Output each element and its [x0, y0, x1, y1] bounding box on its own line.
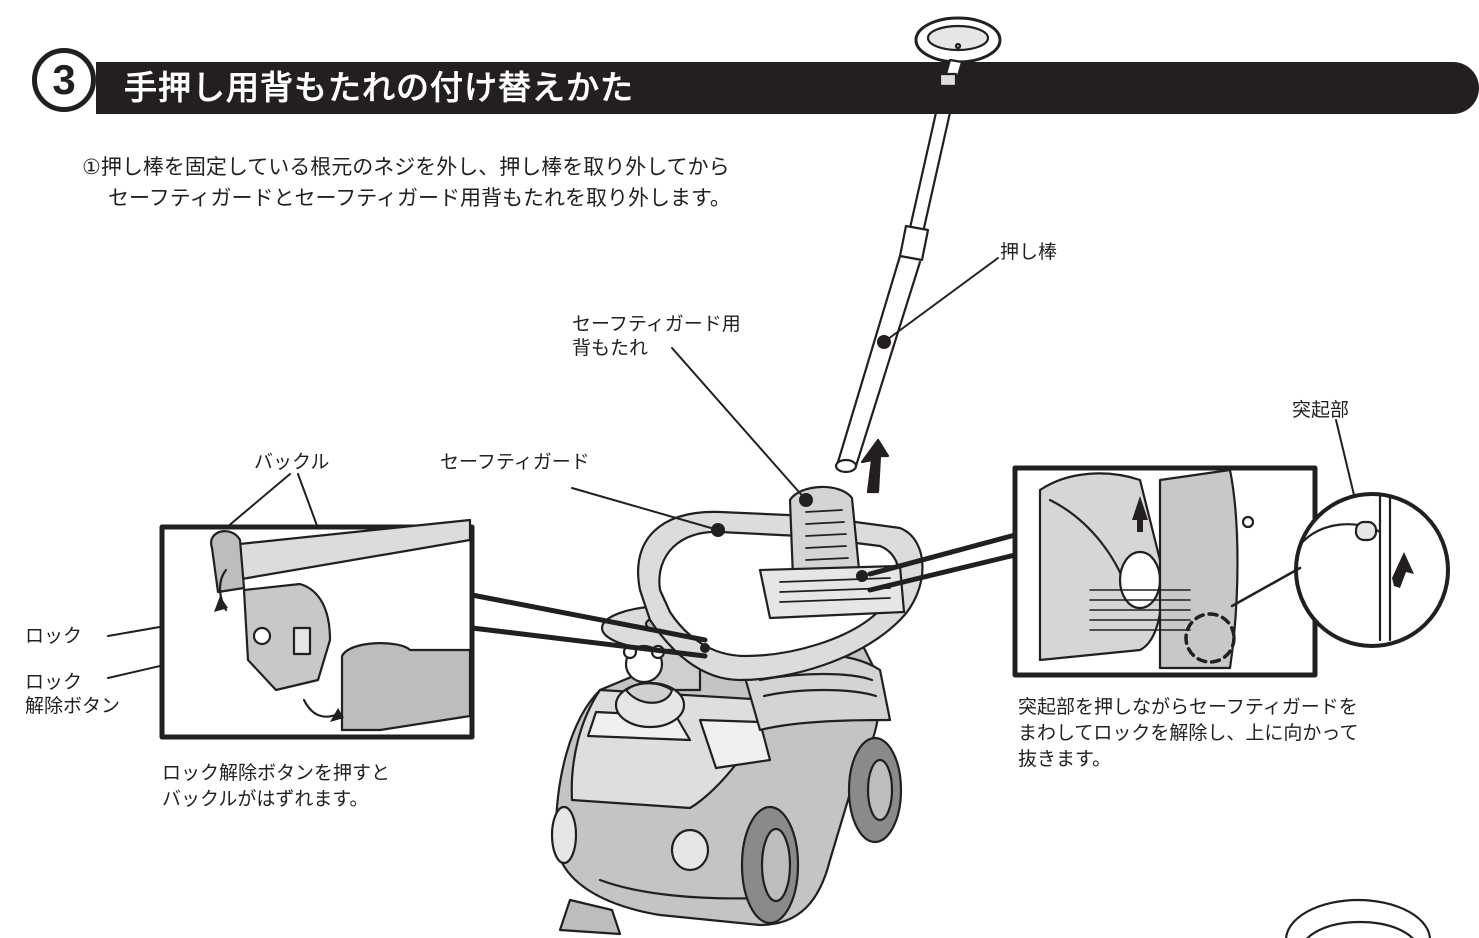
buckle-label: バックル — [254, 451, 330, 473]
instruction-line-1: ①押し棒を固定している根元のネジを外し、押し棒を取り外してから — [82, 155, 730, 179]
right-caption-line-2: まわしてロックを解除し、上に向かって — [1018, 722, 1359, 744]
lock-release-label-line-1: ロック — [25, 671, 83, 693]
protrusion-label: 突起部 — [1292, 399, 1350, 421]
right-caption-line-3: 抜きます。 — [1018, 748, 1112, 770]
instruction-text: ①押し棒を固定している根元のネジを外し、押し棒を取り外してから セーフティガード… — [82, 152, 731, 214]
lock-release-detail-inset — [867, 465, 1450, 678]
safety-guard-label: セーフティガード — [440, 451, 590, 473]
left-caption-line-1: ロック解除ボタンを押すと — [162, 762, 391, 784]
lock-release-label-line-2: 解除ボタン — [25, 695, 121, 717]
left-caption-line-2: バックルがはずれます。 — [162, 788, 369, 810]
car-body-illustration — [550, 604, 903, 936]
backrest-label-line-2: 背もたれ — [572, 337, 649, 359]
backrest-label-line-1: セーフティガード用 — [572, 313, 741, 335]
left-caption: ロック解除ボタンを押すと バックルがはずれます。 — [162, 760, 390, 812]
lock-label: ロック — [25, 625, 83, 647]
buckle-detail-inset — [159, 518, 708, 740]
right-caption-line-1: 突起部を押しながらセーフティガードを — [1018, 696, 1358, 718]
push-bar-label: 押し棒 — [1000, 241, 1058, 263]
push-bar-illustration — [834, 16, 1002, 494]
section-title: 手押し用背もたれの付け替えかた — [124, 68, 634, 107]
instruction-line-2: セーフティガードとセーフティガード用背もたれを取り外します。 — [108, 186, 731, 210]
section-header-bar — [96, 62, 1479, 114]
step-number-badge: 3 — [32, 48, 96, 112]
right-caption: 突起部を押しながらセーフティガードを まわしてロックを解除し、上に向かって 抜き… — [1018, 694, 1358, 772]
